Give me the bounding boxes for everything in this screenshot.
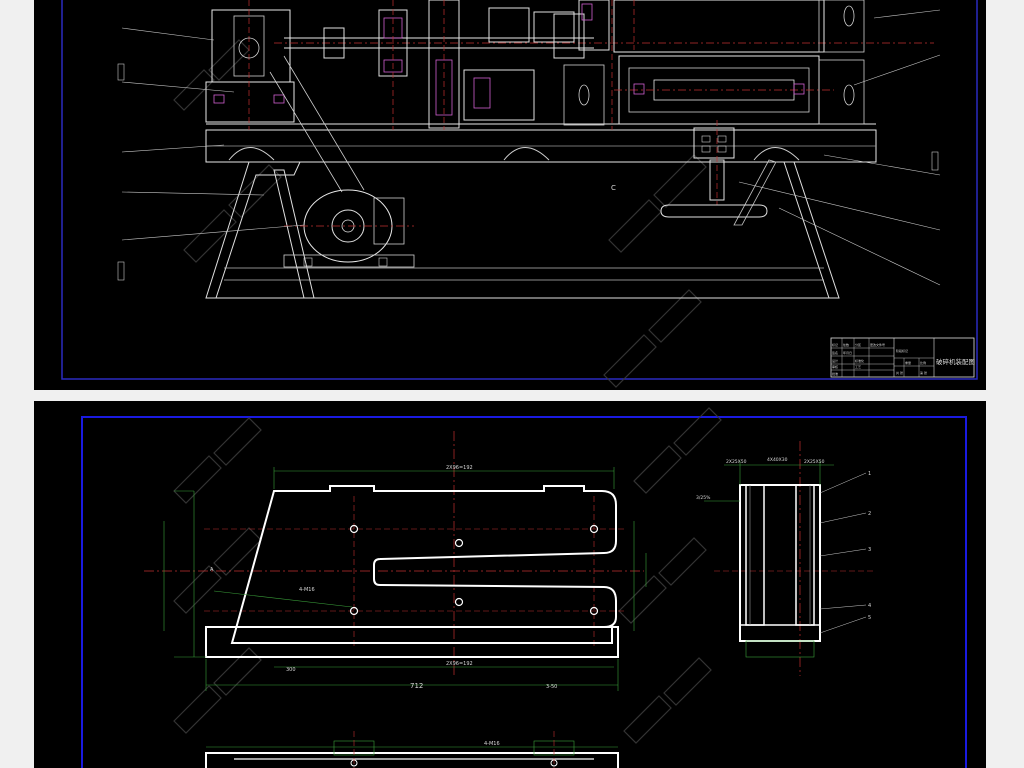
- title-cell-10: 批准: [832, 371, 838, 376]
- assembly-drawing-svg: C: [61, 0, 978, 388]
- dim-right-offset: 3-50: [546, 684, 557, 690]
- base-plate: [205, 626, 619, 658]
- dim-left-a: 300: [286, 667, 296, 673]
- leader-lines-left: [121, 27, 305, 241]
- title-cell-12: 重量: [905, 360, 911, 365]
- part-front-view: [230, 485, 617, 644]
- watermark-group: [173, 39, 707, 388]
- bottom-drawing-sheet: 712 3-50 2X96=192 2X96=192 4-M16 300 A 2…: [34, 401, 986, 768]
- dim-top-span: 2X96=192: [446, 465, 473, 471]
- watermark-group-2: [173, 407, 722, 744]
- balloon-5: 5: [868, 615, 871, 621]
- title-cell-5: 年月日: [843, 350, 852, 355]
- title-cell-0: 标记: [832, 342, 838, 347]
- title-cell-4: 签名: [832, 350, 838, 355]
- drawing-title: 破碎机装配图: [936, 357, 975, 366]
- top-inner-frame: [61, 0, 978, 380]
- top-drawing-sheet: C: [34, 0, 986, 390]
- bottom-inner-frame: [81, 416, 967, 768]
- balloon-4: 4: [868, 603, 871, 609]
- dim-side-note: 3/25%: [696, 495, 711, 501]
- title-cell-2: 分区: [855, 342, 861, 347]
- leader-lines-right: [738, 9, 941, 286]
- title-cell-11: 阶段标记: [896, 348, 908, 353]
- title-cell-6: 设计: [832, 358, 838, 363]
- section-mark-c: C: [611, 184, 616, 192]
- motor: [283, 189, 415, 268]
- title-cell-8: 审核: [832, 364, 838, 369]
- right-leg: [783, 161, 840, 299]
- dim-bottom-span: 2X96=192: [446, 661, 473, 667]
- part-drawing-svg: 712 3-50 2X96=192 2X96=192 4-M16 300 A 2…: [81, 407, 967, 768]
- part-side-view: [739, 484, 821, 658]
- title-cell-7: 标准化: [855, 358, 864, 363]
- title-cell-9: 工艺: [855, 364, 861, 369]
- dim-hole-note-left: 4-M16: [299, 587, 315, 593]
- balloon-2: 2: [868, 511, 871, 517]
- dim-left-b: A: [210, 567, 214, 573]
- title-cell-15: 第 张: [920, 370, 927, 375]
- title-cell-3: 更改文件号: [870, 342, 885, 347]
- part-plan-view: 4-M16: [205, 731, 619, 768]
- title-cell-13: 比例: [920, 360, 926, 365]
- dim-side-top-left: 2X25X50: [726, 459, 747, 465]
- title-block: 破碎机装配图 标记 处数 分区 更改文件号 签名 年月日 设计 标准化 审核 工…: [830, 337, 975, 378]
- dim-side-top-right: 2X25X50: [804, 459, 825, 465]
- balloon-1: 1: [868, 471, 871, 477]
- dimension-lines: [163, 467, 647, 691]
- dim-hole-note-bottom: 4-M16: [484, 741, 500, 747]
- title-cell-1: 处数: [843, 342, 849, 347]
- title-cell-14: 共 张: [896, 370, 903, 375]
- balloon-3: 3: [868, 547, 871, 553]
- left-leg: [205, 161, 301, 299]
- gearbox-left: [205, 0, 295, 130]
- dim-side-top-mid: 4X40X30: [767, 457, 788, 463]
- dim-overall-width: 712: [410, 682, 423, 690]
